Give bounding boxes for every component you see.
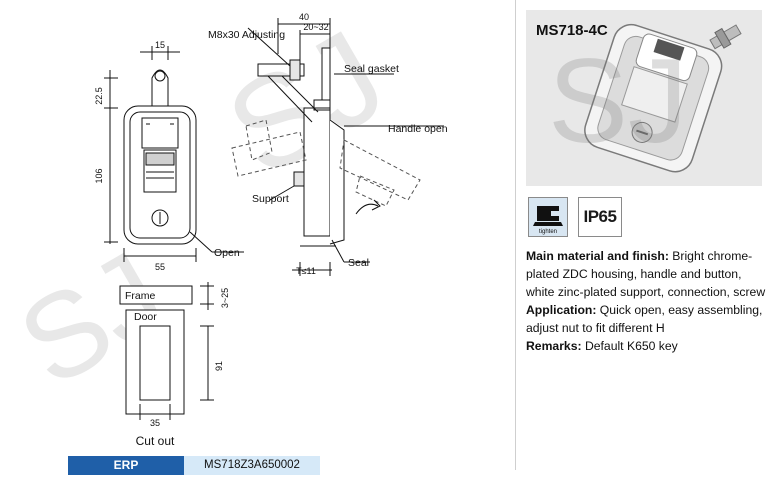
- product-photo: MS718-4C SJ: [526, 10, 762, 186]
- label-frame: Frame: [125, 290, 155, 302]
- key-cylinder: [151, 209, 169, 227]
- label-handle-open: Handle open: [388, 123, 448, 135]
- dim-20-32: 20~32: [303, 22, 328, 32]
- adjusting-screw: [257, 63, 305, 77]
- remarks-spec: Remarks: Default K650 key: [526, 337, 770, 355]
- material-label: Main material and finish:: [526, 249, 669, 263]
- label-adjusting: M8x30 Adjusting: [208, 29, 285, 41]
- tighten-text: tighten: [539, 229, 557, 235]
- cutout-rect: [139, 325, 171, 401]
- dim-106: 106: [94, 168, 104, 183]
- erp-label: ERP: [68, 456, 184, 475]
- erp-bar: ERP MS718Z3A650002: [68, 456, 320, 475]
- front-body-inner: [129, 111, 191, 239]
- dim-15: 15: [155, 40, 165, 50]
- tab-hole: [154, 70, 166, 82]
- dim-3-25: 3~25: [220, 288, 230, 308]
- dim-55: 55: [155, 262, 165, 272]
- top-tab: [151, 69, 169, 108]
- application-label: Application:: [526, 303, 597, 317]
- label-door: Door: [134, 311, 157, 323]
- material-spec: Main material and finish: Bright chrome-…: [526, 247, 770, 301]
- latch-illustration: [584, 23, 742, 173]
- ip-rating-label: IP65: [583, 207, 617, 226]
- adjusting-bracket: [321, 47, 331, 101]
- tighten-icon: tighten: [533, 206, 563, 235]
- ip-rating-badge: IP65: [578, 197, 622, 237]
- spec-block: Main material and finish: Bright chrome-…: [526, 247, 770, 355]
- door-outline: [125, 309, 185, 415]
- label-cut-out: Cut out: [136, 434, 175, 448]
- remarks-text: Default K650 key: [581, 339, 678, 353]
- label-seal: Seal: [348, 257, 369, 269]
- column-divider: [515, 0, 516, 470]
- remarks-label: Remarks:: [526, 339, 582, 353]
- dim-91: 91: [214, 361, 224, 371]
- tighten-badge: tighten: [528, 197, 568, 237]
- label-support: Support: [252, 193, 289, 205]
- label-seal-gasket: Seal gasket: [344, 63, 399, 75]
- product-code: MS718-4C: [536, 22, 608, 39]
- label-open: Open: [214, 247, 240, 259]
- dim-35: 35: [150, 418, 160, 428]
- application-text: Quick open, easy assembling, adjust nut …: [526, 303, 763, 335]
- material-text: Bright chrome-plated ZDC housing, handle…: [526, 249, 766, 299]
- side-body: [303, 107, 331, 237]
- erp-value: MS718Z3A650002: [184, 456, 320, 475]
- technical-drawing: 15 40 20~32 22.5 106 55 T≤11 3~25 91 35 …: [94, 12, 448, 448]
- dim-22-5: 22.5: [94, 87, 104, 105]
- dim-40: 40: [299, 12, 309, 22]
- push-button: [143, 149, 177, 193]
- dim-t11: T≤11: [296, 266, 316, 276]
- application-spec: Application: Quick open, easy assembling…: [526, 301, 770, 337]
